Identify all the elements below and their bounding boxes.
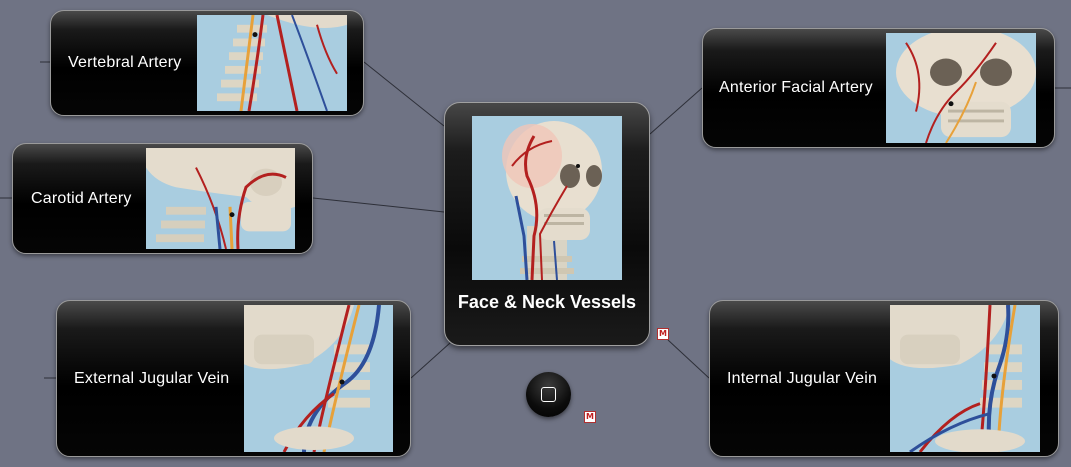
anterior-facial-artery-image — [886, 33, 1036, 143]
connector-vertebral — [363, 61, 445, 127]
note-icon[interactable]: M — [584, 411, 596, 423]
internal-jugular-vein-image — [890, 305, 1040, 452]
external-jugular-vein-image — [244, 305, 393, 452]
connector-carotid — [312, 197, 445, 213]
central-topic-node[interactable]: Face & Neck Vessels — [444, 102, 650, 346]
node-label: External Jugular Vein — [74, 369, 230, 387]
connector-anterior-facial — [649, 87, 703, 135]
central-topic-title: Face & Neck Vessels — [457, 292, 637, 312]
node-label: Carotid Artery — [31, 189, 132, 207]
square-icon — [541, 387, 556, 402]
node-internal-jugular-vein[interactable]: Internal Jugular Vein — [709, 300, 1059, 457]
node-vertebral-artery[interactable]: Vertebral Artery — [50, 10, 364, 116]
connector-external-jugular — [410, 342, 451, 379]
add-topic-button[interactable] — [526, 372, 571, 417]
node-label: Internal Jugular Vein — [727, 369, 878, 387]
node-external-jugular-vein[interactable]: External Jugular Vein — [56, 300, 411, 457]
carotid-artery-image — [146, 148, 295, 249]
connector-internal-jugular — [667, 339, 710, 379]
node-anterior-facial-artery[interactable]: Anterior Facial Artery — [702, 28, 1055, 148]
node-label: Anterior Facial Artery — [719, 79, 873, 96]
node-carotid-artery[interactable]: Carotid Artery — [12, 143, 313, 254]
note-icon[interactable]: M — [657, 328, 669, 340]
node-label: Vertebral Artery — [68, 54, 182, 71]
vertebral-artery-image — [197, 15, 347, 111]
skull-vessels-image — [472, 116, 622, 280]
